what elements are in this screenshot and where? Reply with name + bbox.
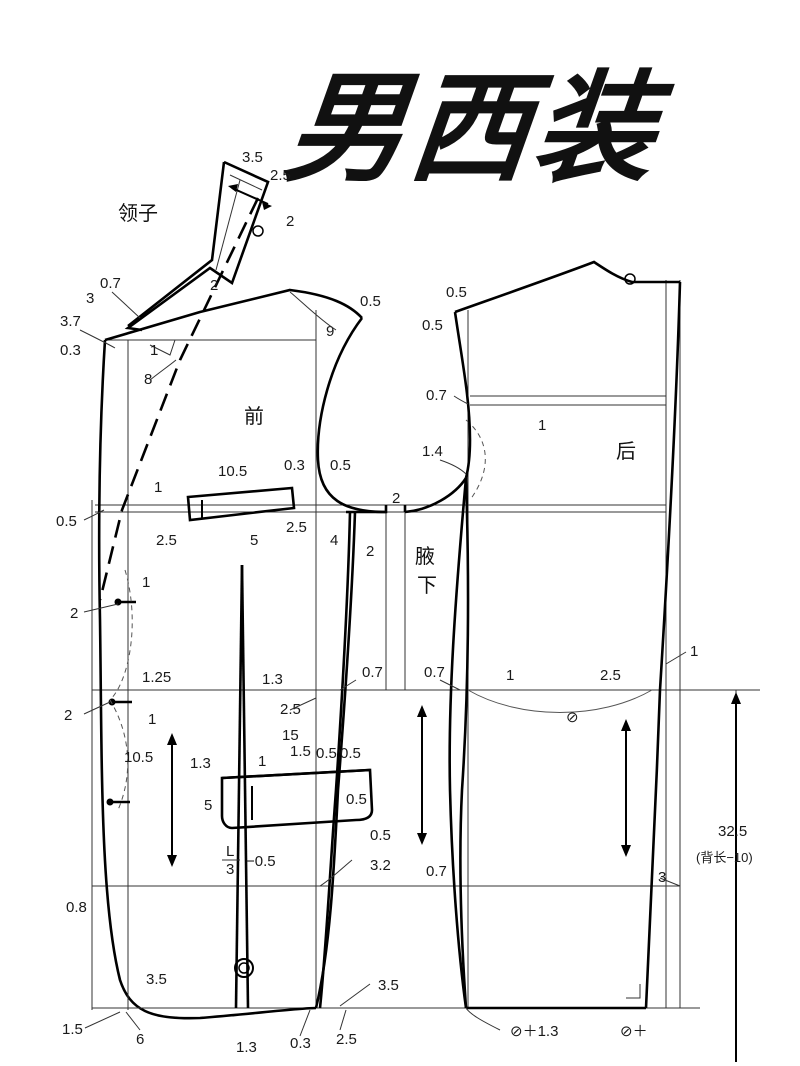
back-panel xyxy=(453,260,682,1010)
measure-label: 0.3 xyxy=(60,342,81,359)
measure-label: 0.5 xyxy=(340,745,361,762)
measure-label: 1 xyxy=(506,667,514,684)
measure-label: 0.5 xyxy=(360,293,381,310)
measure-label: 1.5 xyxy=(62,1021,83,1038)
measure-label: 1.25 xyxy=(142,669,171,686)
measure-label: 2.5 xyxy=(270,167,291,184)
measure-label: 0.5 xyxy=(346,791,367,808)
measure-label: 0.7 xyxy=(362,664,383,681)
measure-label: 1 xyxy=(148,711,156,728)
collar-marker-icon xyxy=(252,225,264,237)
measure-label: 3 xyxy=(86,290,94,307)
measure-label: 0.5 xyxy=(316,745,337,762)
measure-label: 0.5 xyxy=(446,284,467,301)
measure-label: L xyxy=(226,843,234,860)
measure-label: 5 xyxy=(250,532,258,549)
label-collar: 领子 xyxy=(118,201,158,225)
label-front: 前 xyxy=(244,404,264,428)
measure-label: 8 xyxy=(144,371,152,388)
measure-label: 0.5 xyxy=(56,513,77,530)
measure-label: 1 xyxy=(258,753,266,770)
measure-label: 5 xyxy=(204,797,212,814)
measure-label: 0.5 xyxy=(370,827,391,844)
measure-label: 3.7 xyxy=(60,313,81,330)
measure-label: ⊘＋ xyxy=(620,1023,648,1040)
measure-label: 2 xyxy=(286,213,294,230)
measure-label: 2 xyxy=(210,277,218,294)
leader-lines xyxy=(79,291,687,1037)
label-back: 后 xyxy=(616,439,636,463)
measure-label: 2.5 xyxy=(156,532,177,549)
measure-label: 9 xyxy=(326,323,334,340)
measure-label: 2 xyxy=(392,490,400,507)
measure-label: 0.7 xyxy=(424,664,445,681)
measure-label: 1 xyxy=(150,342,158,359)
measure-label: 1 xyxy=(690,643,698,660)
measure-label: 1.4 xyxy=(422,443,443,460)
measure-label: 0.3 xyxy=(284,457,305,474)
measurement-labels: 3.5 2.5 2 2 0.7 3 3.7 0.3 1 8 9 0.5 0.5 … xyxy=(56,149,753,1056)
front-panel xyxy=(97,197,387,1020)
measure-label: 0.7 xyxy=(426,387,447,404)
measure-label: 0.5 xyxy=(330,457,351,474)
label-underarm-2: 下 xyxy=(417,573,437,597)
measure-label: 1 xyxy=(142,574,150,591)
measure-label: 2 xyxy=(366,543,374,560)
measure-label: 0.8 xyxy=(66,899,87,916)
measure-label: 0.3 xyxy=(290,1035,311,1052)
measure-label: 2 xyxy=(64,707,72,724)
measure-label: 1.5 xyxy=(290,743,311,760)
collar-piece xyxy=(124,160,272,332)
measure-label: 3 xyxy=(226,861,234,878)
measure-label: 4 xyxy=(330,532,338,549)
measure-label: 2.5 xyxy=(336,1031,357,1048)
measure-label: 2.5 xyxy=(600,667,621,684)
measure-label: 2.5 xyxy=(286,519,307,536)
measure-label: −0.5 xyxy=(246,853,276,870)
label-underarm-1: 腋 xyxy=(415,544,435,568)
dart-end-marker-icon xyxy=(234,958,254,978)
measure-label: ⊘ xyxy=(566,709,579,726)
measure-label: ⊘＋1.3 xyxy=(510,1023,558,1040)
measure-label: 3.5 xyxy=(378,977,399,994)
measure-label: 10.5 xyxy=(124,749,153,766)
measure-label: 1.3 xyxy=(262,671,283,688)
measure-label: 0.7 xyxy=(426,863,447,880)
measure-label: (背长−10) xyxy=(696,850,753,865)
measure-label: 3.5 xyxy=(146,971,167,988)
measure-label: 3 xyxy=(658,869,666,886)
measure-label: 3.5 xyxy=(242,149,263,166)
measure-label: 32.5 xyxy=(718,823,747,840)
measure-label: 0.7 xyxy=(100,275,121,292)
measure-label: 1 xyxy=(538,417,546,434)
measure-label: 1 xyxy=(154,479,162,496)
side-panel xyxy=(318,419,486,1009)
measure-label: 3.2 xyxy=(370,857,391,874)
measure-label: 15 xyxy=(282,727,299,744)
measure-label: 0.5 xyxy=(422,317,443,334)
diagram-title: 男西装 xyxy=(279,58,678,199)
measure-label: 2 xyxy=(70,605,78,622)
measure-label: 1.3 xyxy=(190,755,211,772)
back-neck-marker-icon xyxy=(624,273,636,285)
measure-label: 1.3 xyxy=(236,1039,257,1056)
measure-label: 10.5 xyxy=(218,463,247,480)
measure-label: 6 xyxy=(136,1031,144,1048)
back-length-arrow xyxy=(731,692,741,1062)
